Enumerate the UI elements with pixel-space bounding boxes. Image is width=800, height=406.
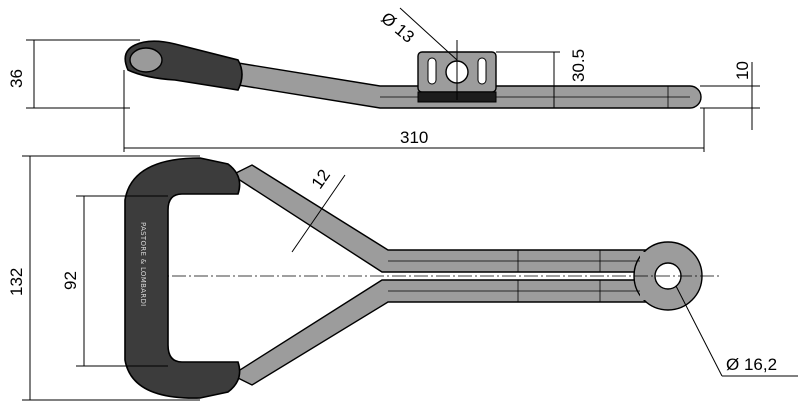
dim-rod-label: 12 [308, 166, 334, 192]
dim-length-label: 310 [400, 128, 428, 147]
side-grip-cap [129, 47, 163, 73]
dim-hole-label: Ø 13 [377, 9, 417, 47]
dim-plate-label: 30.5 [569, 49, 588, 82]
top-grip [124, 157, 241, 399]
side-slot-left [427, 57, 437, 85]
side-view: Ø 13 30.5 10 36 310 [7, 7, 760, 152]
grip-brand-text: PASTORE & LOMBARDI [139, 222, 147, 307]
dim-end-label: 10 [733, 61, 752, 80]
top-view: PASTORE & LOMBARDI 12 132 92 Ø 16,2 [7, 155, 798, 401]
dim-inner-label: 92 [61, 271, 80, 290]
side-slot-right [477, 57, 487, 85]
dim-eye-label: Ø 16,2 [726, 355, 777, 374]
top-arm-lower [230, 279, 651, 386]
dim-width-label: 132 [7, 268, 26, 296]
dim-height-label: 36 [7, 69, 26, 88]
dim-hole-leader [399, 7, 458, 61]
dim-eye-leader [675, 285, 723, 377]
top-arm-upper [230, 164, 651, 273]
dim-rod-line [291, 174, 346, 253]
side-rod [231, 61, 702, 109]
